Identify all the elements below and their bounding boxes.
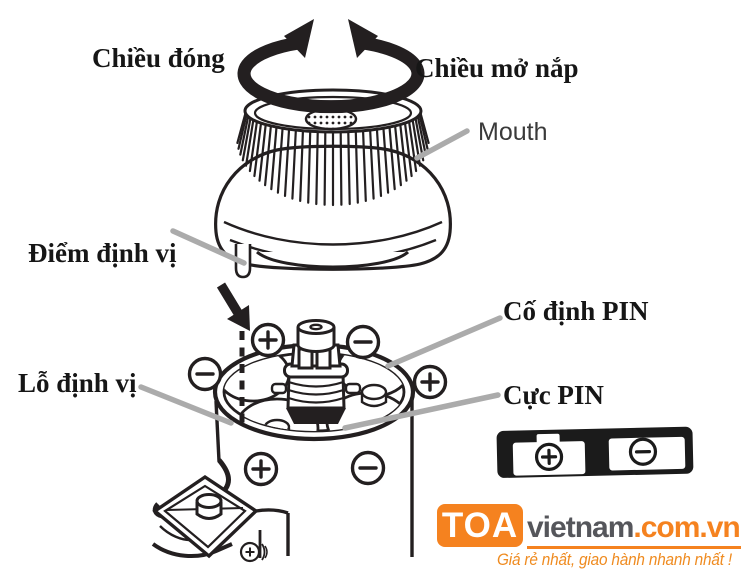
- leader-line-battery-pole: [342, 392, 501, 431]
- plus-terminal-icon: [243, 451, 279, 487]
- cap-knurl-ribs: [236, 112, 430, 207]
- logo-name: vietnam: [527, 511, 634, 544]
- insert-arrow: [216, 282, 250, 331]
- plus-terminal-icon: [250, 322, 286, 358]
- label-battery-pole: Cực PIN: [503, 380, 604, 410]
- minus-terminal-icon: [345, 324, 381, 360]
- plus-terminal-icon: [534, 442, 564, 471]
- label-positioning-point: Điểm định vị: [28, 238, 177, 268]
- leader-line-positioning-hole: [138, 384, 234, 426]
- rotation-ring: [237, 19, 425, 114]
- minus-terminal-icon: [187, 356, 223, 392]
- logo-tagline: Giá rẻ nhất, giao hành nhanh nhất !: [497, 551, 732, 569]
- mic-capsule-post: [270, 319, 362, 424]
- plus-emboss-icon: [239, 541, 268, 563]
- leader-line-battery-fix: [385, 315, 503, 369]
- toa-logo-box: TOA: [437, 504, 523, 547]
- battery-polarity-strip: [496, 426, 694, 478]
- cap-dome: [214, 144, 452, 271]
- label-positioning-hole: Lỗ định vị: [18, 368, 137, 398]
- close-direction-arrowhead: [284, 19, 314, 58]
- leader-line-mouth: [414, 128, 470, 161]
- battery-compartment: [212, 319, 416, 442]
- plus-terminal-icon: [412, 364, 448, 400]
- label-close-direction: Chiều đóng: [92, 43, 225, 73]
- leader-line-positioning-point: [170, 228, 247, 266]
- logo-domain: .com.vn: [633, 511, 740, 544]
- battery-minus-slot: [608, 436, 686, 471]
- toa-logo-text: vietnam.com.vn: [527, 511, 741, 544]
- housing-cutaway: [151, 398, 414, 563]
- minus-terminal-icon: [628, 437, 658, 466]
- minus-terminal-icon: [350, 450, 386, 486]
- logo-underline: [527, 546, 741, 549]
- label-mouth: Mouth: [478, 118, 548, 146]
- label-open-direction: Chiều mở nắp: [415, 53, 579, 83]
- open-direction-arrowhead: [348, 19, 378, 58]
- post-black-collar: [286, 408, 346, 424]
- label-battery-fix: Cố định PIN: [503, 296, 649, 326]
